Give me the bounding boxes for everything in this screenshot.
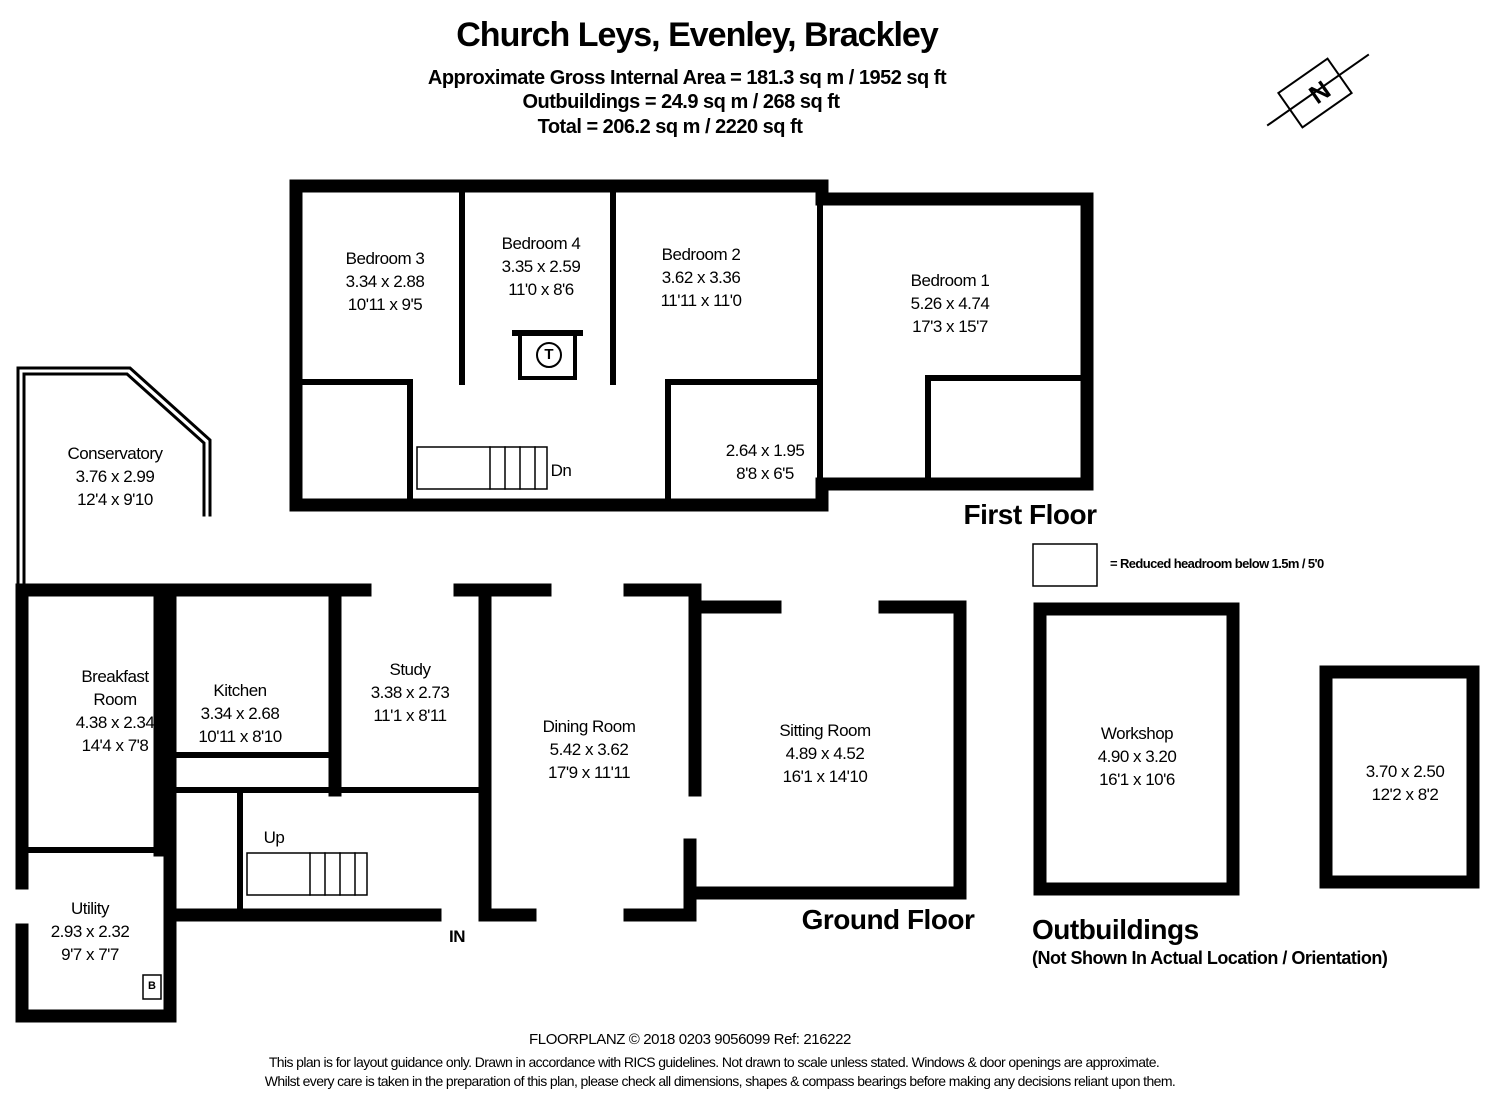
room-metric: 3.34 x 2.68 [200,704,280,723]
page-title: Church Leys, Evenley, Brackley [456,16,939,54]
room-name: Utility [70,899,110,918]
footer-credit: FLOORPLANZ © 2018 0203 9056099 Ref: 2162… [529,1031,851,1048]
room-imperial: 14'4 x 7'8 [81,736,149,755]
tank-circle [536,342,562,368]
room-imperial: 9'7 x 7'7 [61,945,119,964]
ground-floor-walls [15,583,967,1023]
outbuildings-label: Outbuildings [1032,914,1199,945]
room-imperial: 12'2 x 8'2 [1371,785,1439,804]
room-name: Breakfast Room [81,667,149,709]
room-metric: 2.93 x 2.32 [50,922,130,941]
room-study: Study 3.38 x 2.73 11'1 x 8'11 [371,658,450,727]
ground-floor-label: Ground Floor [801,904,975,935]
conservatory-walls [16,366,212,587]
room-sitting: Sitting Room 4.89 x 4.52 16'1 x 14'10 [779,719,871,788]
room-shed: 3.70 x 2.50 12'2 x 8'2 [1366,760,1445,806]
headroom-legend: = Reduced headroom below 1.5m / 5'0 [1110,556,1324,571]
tank-symbol [518,331,577,380]
room-imperial: 10'11 x 8'10 [198,727,282,746]
room-name: Conservatory [67,444,163,463]
room-imperial: 16'1 x 10'6 [1099,770,1175,789]
room-name: Bedroom 3 [345,249,425,268]
room-bedroom-2: Bedroom 2 3.62 x 3.36 11'11 x 11'0 [661,243,742,312]
boiler-label: B [148,980,156,992]
room-name: Bedroom 2 [661,245,741,264]
first-floor-label: First Floor [963,499,1097,530]
footer-disclaimer-2: Whilst every care is taken in the prepar… [264,1073,1176,1089]
room-name: Dining Room [542,717,636,736]
room-bedroom-1: Bedroom 1 5.26 x 4.74 17'3 x 15'7 [911,269,990,338]
first-floor-stairs [416,446,548,490]
room-landing: 2.64 x 1.95 8'8 x 6'5 [726,439,805,485]
stairs-down-label: Dn [550,461,572,480]
room-breakfast: Breakfast Room 4.38 x 2.34 14'4 x 7'8 [65,665,165,757]
room-metric: 3.76 x 2.99 [75,467,155,486]
room-name: Bedroom 1 [910,271,990,290]
footer-disclaimer-1: This plan is for layout guidance only. D… [268,1054,1160,1070]
room-metric: 4.90 x 3.20 [1097,747,1177,766]
room-metric: 3.35 x 2.59 [501,257,581,276]
stairs-up-label: Up [263,828,285,847]
total-area: Total = 206.2 sq m / 2220 sq ft [537,116,803,138]
room-name: Workshop [1100,724,1174,743]
shed-walls [1319,665,1480,889]
room-metric: 3.38 x 2.73 [370,683,450,702]
room-imperial: 10'11 x 9'5 [347,295,423,314]
headroom-legend-swatch [1032,543,1098,587]
room-metric: 4.38 x 2.34 [75,713,155,732]
room-name: Bedroom 4 [501,234,581,253]
workshop-walls [1033,602,1240,896]
room-metric: 3.70 x 2.50 [1365,762,1445,781]
room-imperial: 12'4 x 9'10 [77,490,153,509]
room-dining: Dining Room 5.42 x 3.62 17'9 x 11'11 [543,715,636,784]
room-metric: 5.42 x 3.62 [549,740,629,759]
room-imperial: 16'1 x 14'10 [782,767,868,786]
ground-floor-stairs [246,852,368,896]
compass [1266,53,1370,129]
room-imperial: 17'3 x 15'7 [912,317,988,336]
room-imperial: 11'0 x 8'6 [508,280,574,299]
room-workshop: Workshop 4.90 x 3.20 16'1 x 10'6 [1098,722,1177,791]
first-floor-walls [289,179,1094,512]
outbuildings-area: Outbuildings = 24.9 sq m / 268 sq ft [522,91,840,113]
room-metric: 3.34 x 2.88 [345,272,425,291]
room-kitchen: Kitchen 3.34 x 2.68 10'11 x 8'10 [198,679,282,748]
room-name: Kitchen [213,681,267,700]
room-bedroom-4: Bedroom 4 3.35 x 2.59 11'0 x 8'6 [502,232,581,301]
room-name: Sitting Room [779,721,871,740]
room-imperial: 8'8 x 6'5 [736,464,794,483]
room-metric: 4.89 x 4.52 [785,744,865,763]
room-name: Study [389,660,431,679]
room-metric: 5.26 x 4.74 [910,294,990,313]
ground-floor-inner-walls [19,597,488,918]
room-imperial: 11'1 x 8'11 [373,706,447,725]
room-metric: 2.64 x 1.95 [725,441,805,460]
room-imperial: 17'9 x 11'11 [547,763,631,782]
boiler-symbol [142,974,162,1000]
tank-label: T [544,346,554,363]
outbuildings-note: (Not Shown In Actual Location / Orientat… [1032,948,1388,968]
room-metric: 3.62 x 3.36 [661,268,741,287]
room-bedroom-3: Bedroom 3 3.34 x 2.88 10'11 x 9'5 [346,247,425,316]
room-imperial: 11'11 x 11'0 [660,291,742,310]
room-conservatory: Conservatory 3.76 x 2.99 12'4 x 9'10 [67,442,163,511]
entrance-label: IN [449,927,466,946]
room-utility: Utility 2.93 x 2.32 9'7 x 7'7 [51,897,130,966]
gross-area: Approximate Gross Internal Area = 181.3 … [427,67,947,89]
